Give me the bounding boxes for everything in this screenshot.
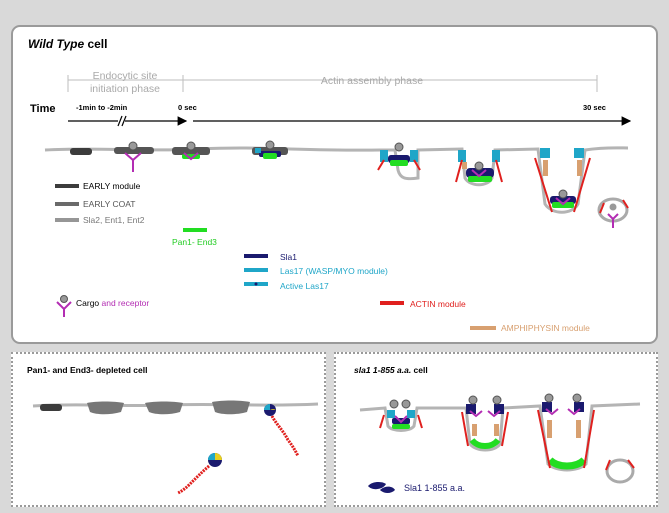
pan-site-1 (40, 404, 62, 411)
legend: EARLY module EARLY COAT Sla2, Ent1, Ent2… (55, 181, 590, 333)
pan-sla1-actin-tail-1 (264, 404, 300, 457)
legend-amphiphysin: AMPHIPHYSIN module (501, 323, 590, 333)
pan-panel-title: Pan1- and End3- depleted cell (27, 365, 147, 375)
time-zero: 0 sec (178, 103, 197, 112)
legend-actin: ACTIN module (410, 299, 466, 309)
pan-site-3 (145, 401, 183, 415)
legend-active-las17: Active Las17 (280, 281, 329, 291)
legend-las17: Las17 (WASP/MYO module) (280, 266, 388, 276)
site-7-invagination (534, 148, 591, 213)
sla-panel-title: sla1 1-855 a.a. cell (354, 365, 428, 375)
wild-type-panel (11, 25, 658, 344)
site-5-invagination (377, 142, 421, 171)
sla-vesicle (605, 458, 635, 484)
site-3-pan1 (172, 141, 210, 161)
sla-site-c (537, 393, 595, 470)
site-1-early (70, 148, 92, 155)
pan-sla1-actin-tail-2 (177, 453, 222, 495)
site-6-invagination (455, 150, 503, 183)
legend-cargo-receptor: Cargo and receptor (76, 298, 149, 308)
sla-legend: Sla1 1-855 a.a. (368, 481, 465, 493)
wild-type-title: Wild Type cell (28, 37, 107, 51)
pan-end3-depleted-panel (11, 352, 326, 507)
legend-early-module: EARLY module (83, 181, 141, 191)
legend-sla2-ent: Sla2, Ent1, Ent2 (83, 215, 145, 225)
phase-initiation-line1: Endocytic site (93, 70, 158, 82)
phase-bars (67, 75, 598, 92)
time-end: 30 sec (583, 103, 606, 112)
vesicle (597, 197, 629, 228)
phase-initiation-line2: initiation phase (90, 83, 160, 95)
pan-site-4 (212, 400, 250, 415)
time-label: Time (30, 103, 55, 115)
timeline-axis (68, 115, 632, 127)
legend-early-coat: EARLY COAT (83, 199, 135, 209)
sla-site-a (379, 399, 423, 429)
site-2-cargo (114, 141, 154, 172)
site-4-sla1 (252, 140, 288, 159)
sla-legend-label: Sla1 1-855 a.a. (404, 483, 465, 493)
time-start: -1min to -2min (76, 103, 128, 112)
legend-pan1-end3: Pan1- End3 (172, 237, 217, 247)
phase-actin-label: Actin assembly phase (321, 75, 423, 87)
pan-site-2 (87, 401, 124, 415)
membrane-sla (359, 402, 641, 472)
legend-sla1: Sla1 (280, 252, 297, 262)
sla-site-b (461, 395, 509, 449)
